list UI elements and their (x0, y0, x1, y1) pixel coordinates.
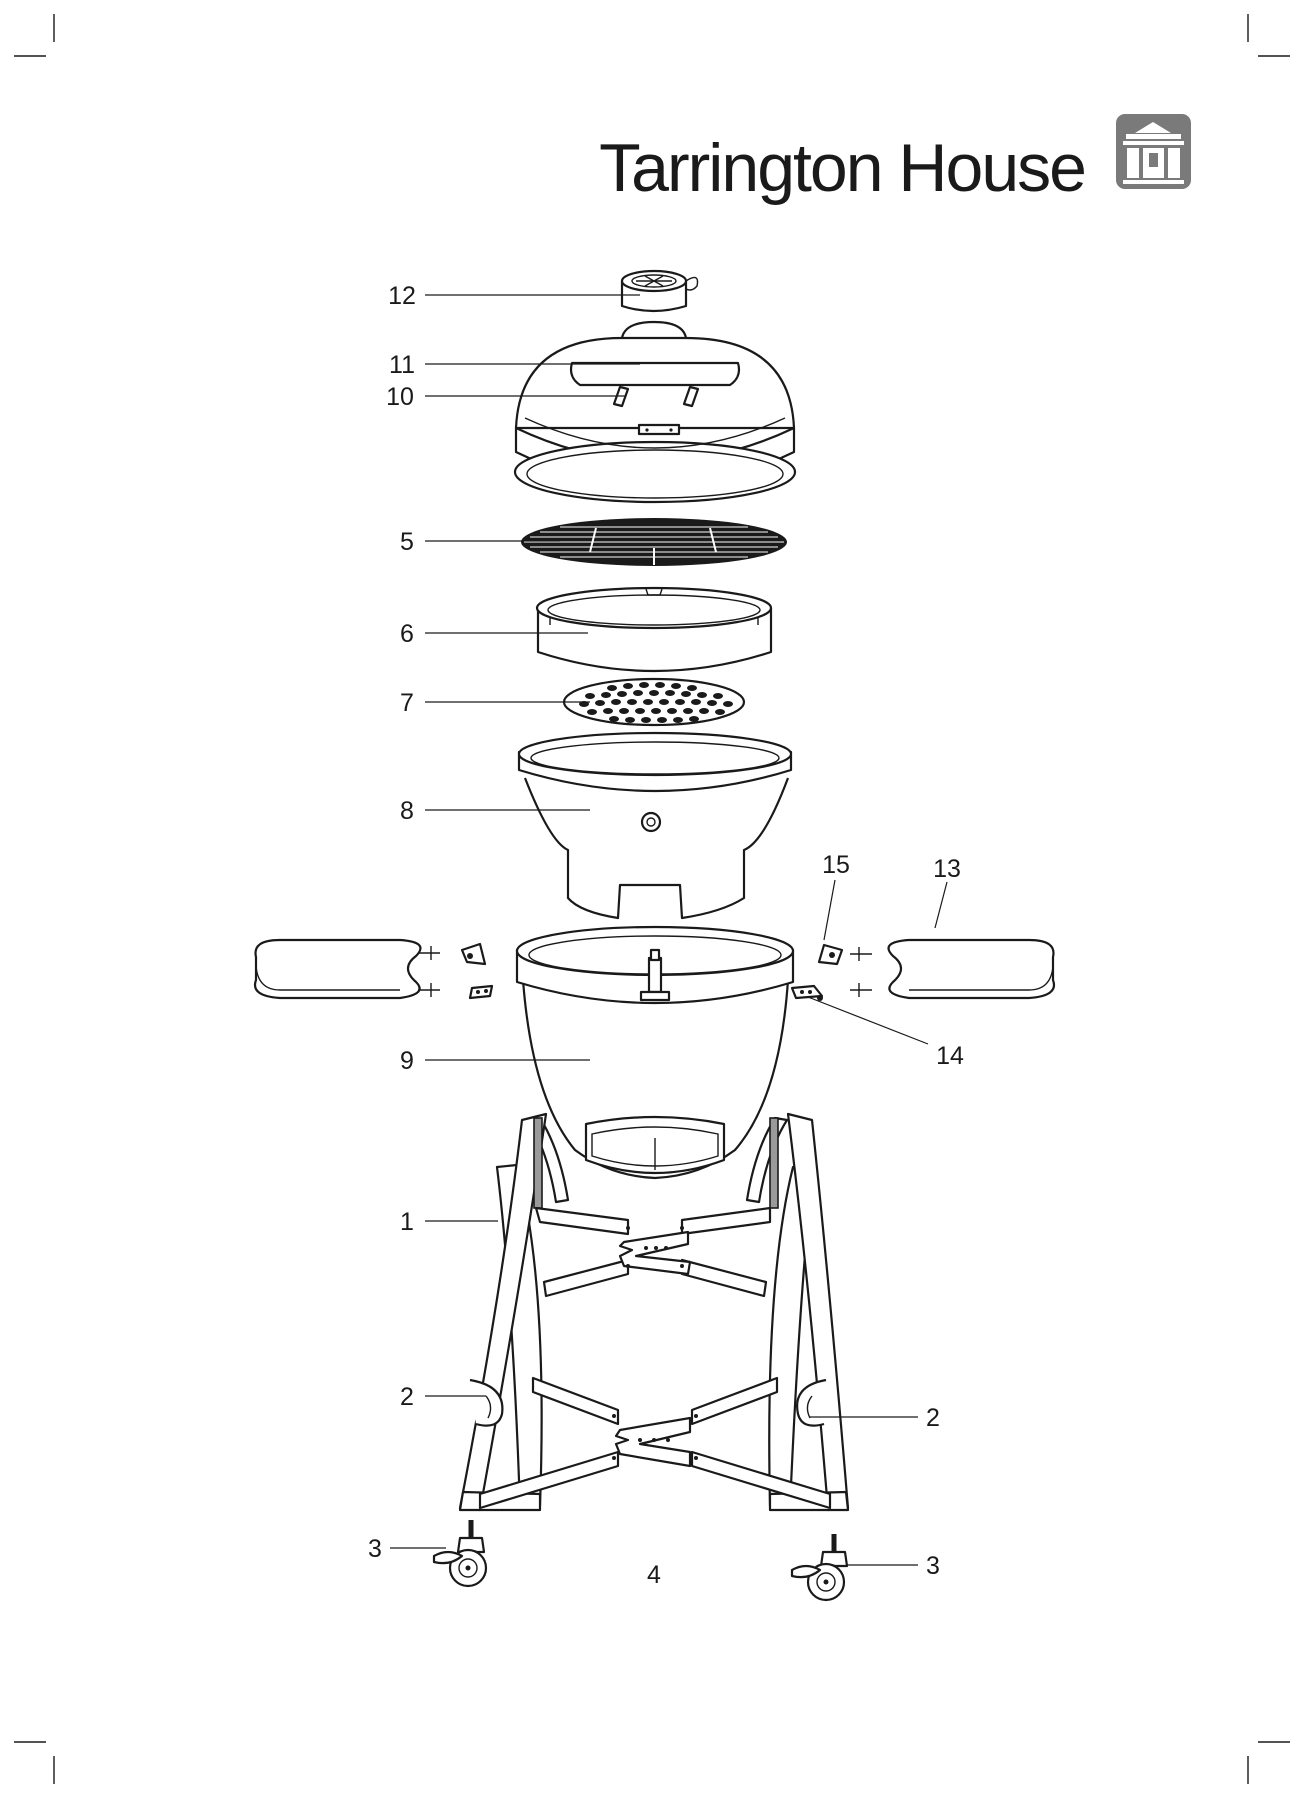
base-body (517, 927, 793, 1178)
side-shelf-left (255, 940, 440, 998)
callout-7: 7 (400, 689, 414, 717)
shelf-brackets-right (792, 945, 842, 1001)
callout-13: 13 (933, 855, 961, 883)
castor-left (434, 1520, 486, 1586)
callout-10: 10 (386, 383, 414, 411)
callout-2-right: 2 (926, 1404, 940, 1432)
page-number: 4 (647, 1561, 661, 1589)
callout-5: 5 (400, 528, 414, 556)
callout-12: 12 (388, 282, 416, 310)
callout-6: 6 (400, 620, 414, 648)
handle-bracket-right (797, 1380, 826, 1426)
callout-3-left: 3 (368, 1535, 382, 1563)
fire-grate (564, 679, 744, 725)
cooking-grate (521, 518, 787, 566)
brand-name: Tarrington House (599, 130, 1085, 206)
side-shelf-right (850, 940, 1054, 998)
callout-3-right: 3 (926, 1552, 940, 1580)
house-logo-icon (1116, 114, 1191, 189)
callout-2-left: 2 (400, 1383, 414, 1411)
castor-right (792, 1534, 847, 1600)
top-vent (622, 271, 698, 311)
callout-9: 9 (400, 1047, 414, 1075)
callout-14: 14 (936, 1042, 964, 1070)
callout-1: 1 (400, 1208, 414, 1236)
dome-lid (515, 322, 795, 502)
callout-15: 15 (822, 851, 850, 879)
fire-ring (537, 588, 771, 671)
callout-8: 8 (400, 797, 414, 825)
shelf-brackets-left (462, 944, 492, 998)
callout-11: 11 (389, 351, 415, 379)
fire-box (519, 733, 791, 918)
